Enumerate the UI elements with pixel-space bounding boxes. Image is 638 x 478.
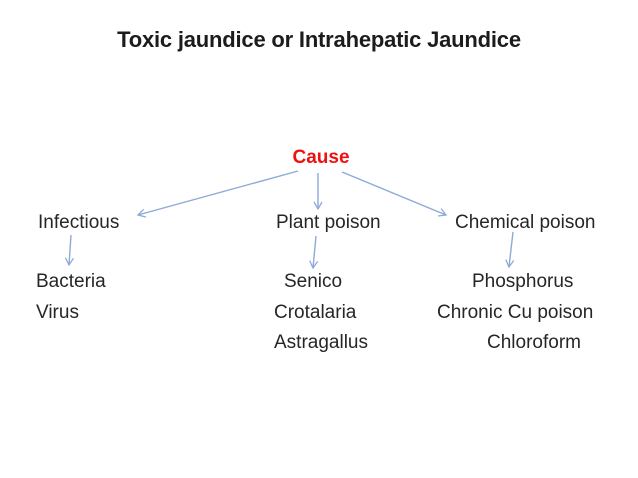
leaf-bacteria: Bacteria xyxy=(36,271,106,292)
arrow-cause-to-chemical-poison xyxy=(341,171,448,217)
branch-label-infectious: Infectious xyxy=(38,212,120,233)
leaf-virus: Virus xyxy=(36,302,79,323)
leaf-crotalaria: Crotalaria xyxy=(274,302,357,323)
leaf-senico: Senico xyxy=(284,271,343,292)
arrow-cause-to-infectious xyxy=(136,170,299,218)
root-node-cause: Cause xyxy=(292,147,350,168)
arrow-infectious-to-children xyxy=(64,234,74,267)
leaf-chronic-cu-poison: Chronic Cu poison xyxy=(437,302,594,323)
arrow-chemical-poison-to-children xyxy=(505,231,515,269)
branch-label-plant-poison: Plant poison xyxy=(276,212,381,233)
slide-title: Toxic jaundice or Intrahepatic Jaundice xyxy=(117,27,521,52)
leaf-astragallus: Astragallus xyxy=(274,332,368,353)
arrow-plant-poison-to-children xyxy=(309,235,319,270)
leaf-chloroform: Chloroform xyxy=(487,332,581,353)
leaf-phosphorus: Phosphorus xyxy=(472,271,574,292)
branch-label-chemical-poison: Chemical poison xyxy=(455,212,596,233)
